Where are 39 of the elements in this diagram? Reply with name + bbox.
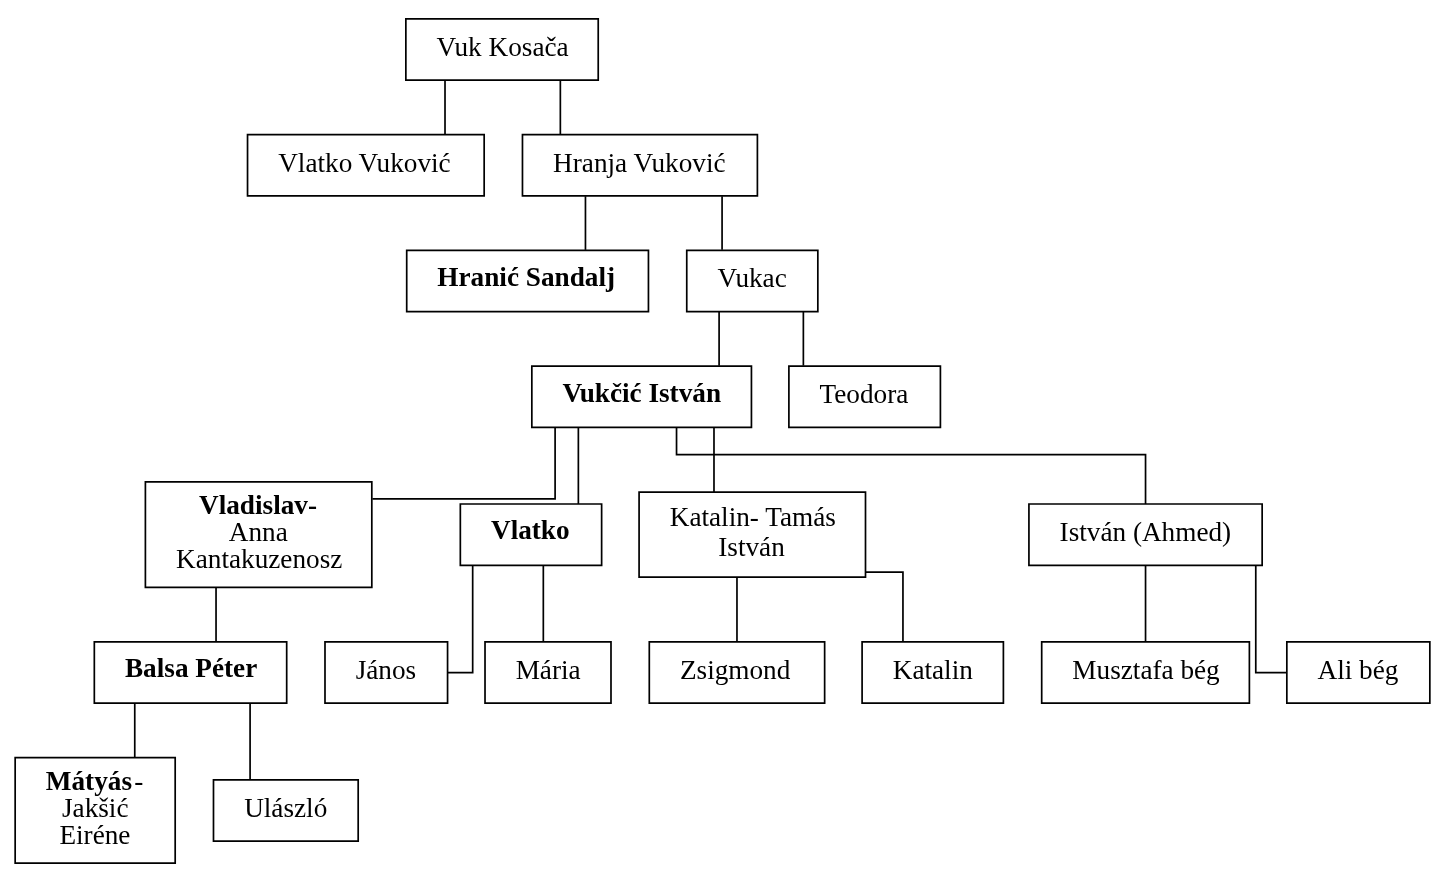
node-box: Teodora xyxy=(788,364,942,428)
node-box: Balsa Péter xyxy=(93,640,288,704)
connector xyxy=(215,586,217,642)
connector xyxy=(249,702,251,781)
connector xyxy=(1254,564,1288,673)
connector xyxy=(802,310,805,366)
node-box: Hranić Sandalj xyxy=(405,249,650,312)
connector xyxy=(864,570,904,643)
connector xyxy=(133,702,136,758)
node-box: Katalin- Tamás István xyxy=(638,490,867,578)
node-box: Vlatko xyxy=(459,502,603,566)
node-box: János xyxy=(324,640,449,704)
node-box: Vlatko Vuković xyxy=(246,133,486,197)
connector xyxy=(675,426,1147,505)
node-box: Vukčić István xyxy=(531,364,753,428)
node-box: Vukac xyxy=(685,249,819,312)
node-box: Katalin xyxy=(861,640,1005,704)
connector xyxy=(713,426,715,493)
node-box: Mária xyxy=(484,640,612,704)
node-box: Vuk Kosača xyxy=(405,17,600,81)
node-box: Zsigmond xyxy=(648,640,826,704)
connector xyxy=(584,194,587,251)
connector xyxy=(718,310,720,366)
connector xyxy=(446,564,474,673)
node-box: Musztafa bég xyxy=(1040,640,1251,704)
connector xyxy=(542,564,545,643)
connector xyxy=(559,79,562,135)
node-box: István (Ahmed) xyxy=(1028,502,1263,566)
connector xyxy=(736,576,738,642)
node-box: Vladislav- Anna Kantakuzenosz xyxy=(144,480,373,588)
node-box: Ali bég xyxy=(1286,640,1431,704)
connector xyxy=(371,426,556,500)
node-box: Mátyás- Jakšić Eiréne xyxy=(14,756,177,864)
node-box: Ulászló xyxy=(212,778,360,842)
connector xyxy=(721,194,723,251)
connector xyxy=(577,426,580,505)
connector xyxy=(444,79,446,135)
connector xyxy=(1144,564,1147,643)
node-box: Hranja Vuković xyxy=(521,133,759,197)
